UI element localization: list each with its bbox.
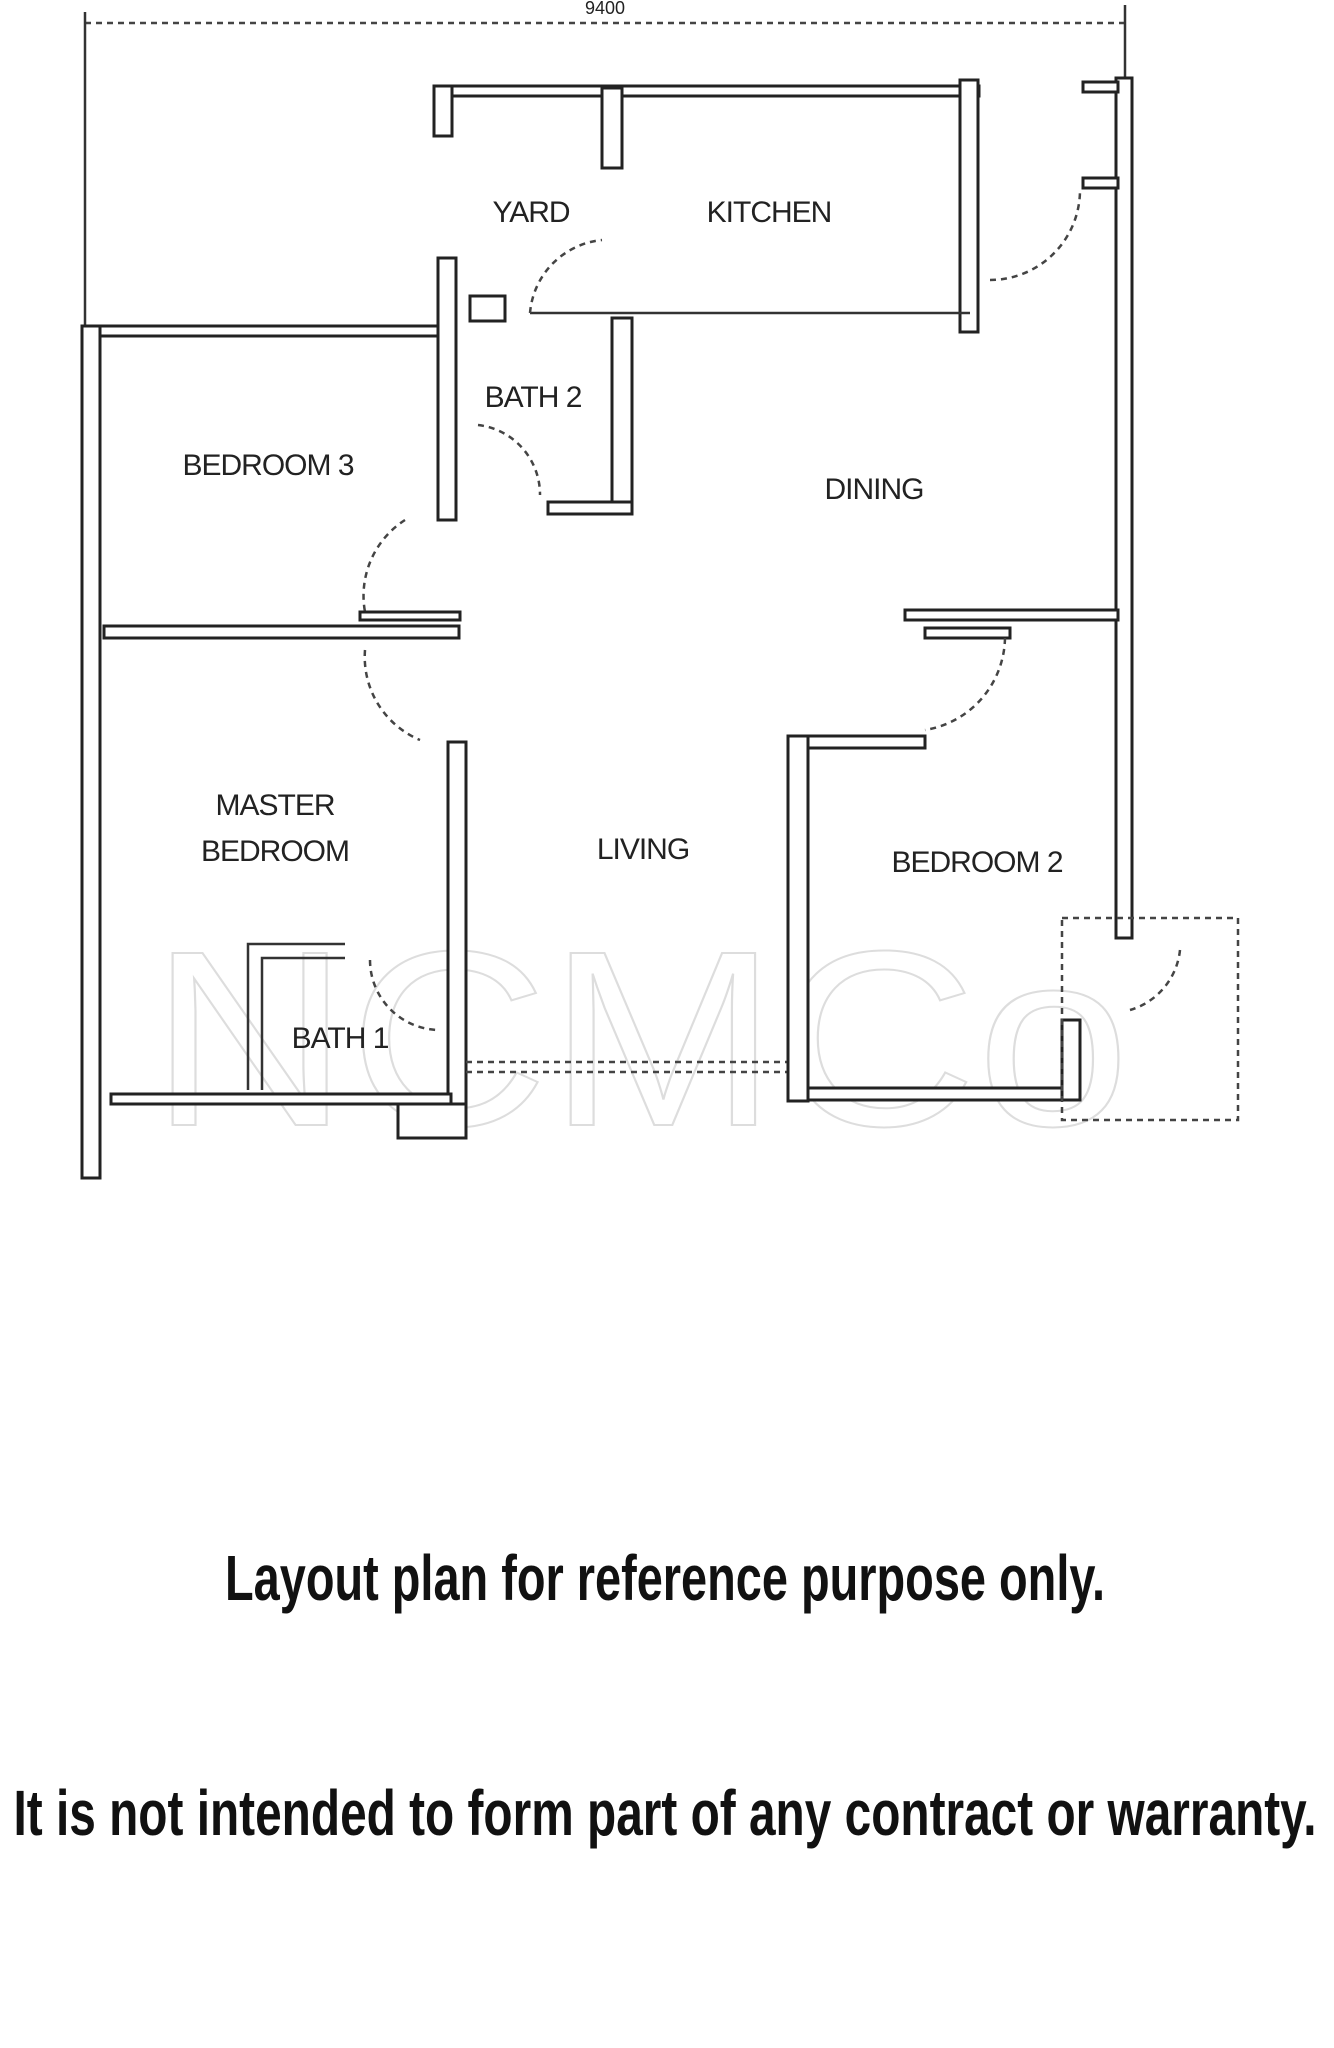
room-label-master-bedroom: BEDROOM — [201, 835, 349, 868]
room-label-yard: YARD — [492, 196, 569, 229]
room-label-bedroom-2: BEDROOM 2 — [891, 846, 1062, 879]
disclaimer-line-2: It is not intended to form part of any c… — [14, 1777, 1317, 1849]
dimension-label: 9400 — [585, 0, 625, 18]
room-label-bath-1: BATH 1 — [292, 1022, 389, 1055]
room-label-living: LIVING — [597, 833, 689, 866]
room-label-bath-2: BATH 2 — [485, 381, 582, 414]
room-label-dining: DINING — [825, 473, 924, 506]
room-label-master: MASTER — [215, 789, 334, 822]
dimension-line: 9400 — [83, 0, 1127, 326]
disclaimer-line-1: Layout plan for reference purpose only. — [225, 1542, 1105, 1614]
walls — [80, 76, 1240, 1180]
room-label-kitchen: KITCHEN — [707, 196, 832, 229]
door-swings — [362, 189, 1182, 1032]
room-label-bedroom-3: BEDROOM 3 — [182, 449, 353, 482]
